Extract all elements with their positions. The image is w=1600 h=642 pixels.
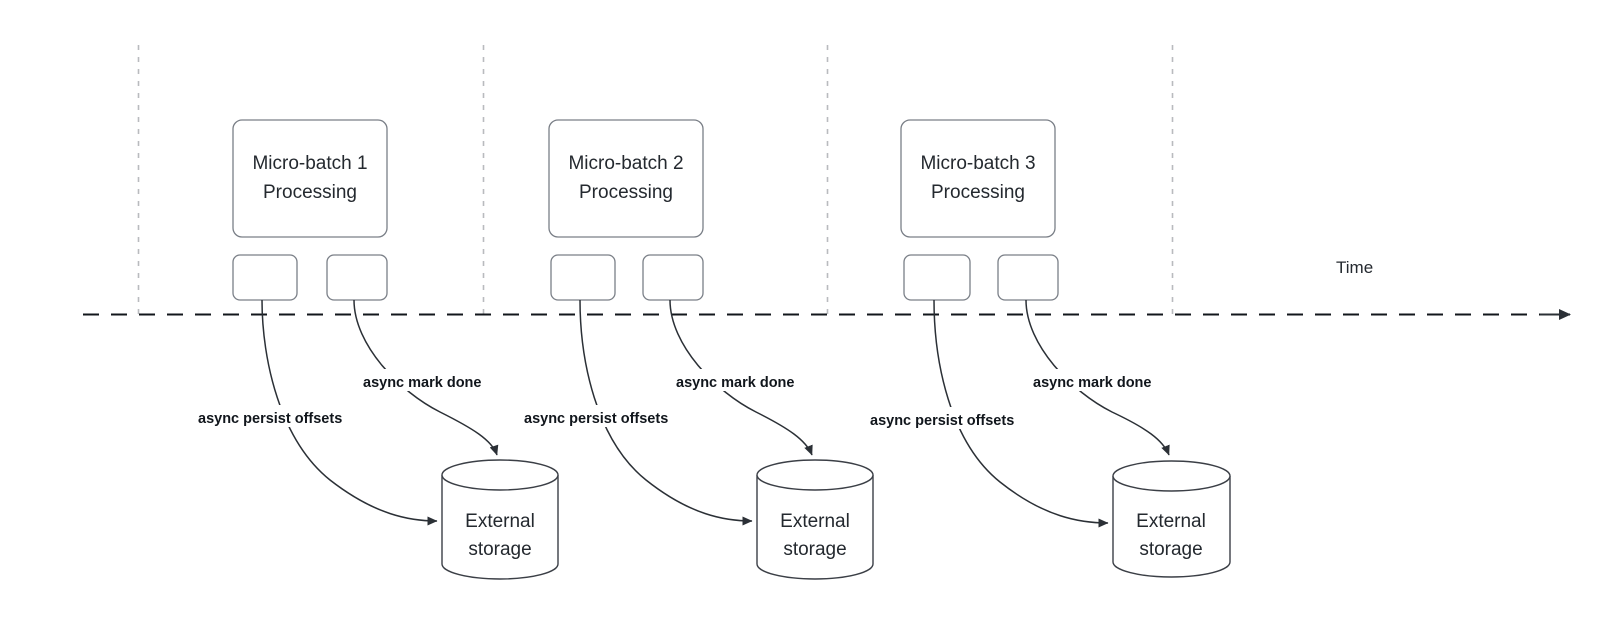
micro-batch-2-persist-offsets-arrow (579, 299, 753, 526)
time-axis-label: Time (1336, 258, 1373, 277)
micro-batch-2-persist-label-bg (520, 405, 700, 427)
micro-batch-1-persist-label-bg (194, 405, 374, 427)
micro-batch-2-storage-label-line2: storage (783, 539, 846, 560)
micro-batch-1-persist-offsets-label: async persist offsets (198, 411, 342, 427)
micro-batch-3-label-line1: Micro-batch 3 (920, 153, 1035, 174)
micro-batch-1-persist-offsets-arrow (261, 299, 438, 526)
micro-batch-group-1: Micro-batch 1 Processing async persist o… (194, 119, 559, 580)
micro-batch-3-mark-done-label: async mark done (1033, 375, 1151, 391)
micro-batch-2-storage-label-line1: External (780, 511, 850, 532)
micro-batch-1-storage-cylinder-body[interactable] (441, 475, 559, 580)
micro-batch-3-mark-done-arrow (1025, 299, 1170, 456)
micro-batch-3-storage-label-line2: storage (1139, 539, 1202, 560)
micro-batch-2-task-box-left[interactable] (550, 254, 616, 301)
micro-batch-group-3: Micro-batch 3 Processing async persist o… (866, 119, 1231, 578)
micro-batch-2-mark-done-label: async mark done (676, 375, 794, 391)
micro-batch-1-storage-label-line1: External (465, 511, 535, 532)
micro-batch-1-storage-cylinder-top[interactable] (441, 459, 559, 491)
micro-batch-1-mark-done-label: async mark done (363, 375, 481, 391)
micro-batch-2-storage-cylinder-body[interactable] (756, 475, 874, 580)
micro-batch-2-mark-done-arrow (669, 299, 813, 456)
micro-batch-3-persist-offsets-arrow (933, 299, 1109, 528)
micro-batch-3-task-box-left[interactable] (903, 254, 971, 301)
micro-batch-3-storage-cylinder-body[interactable] (1112, 476, 1231, 578)
micro-batch-3-label-line2: Processing (931, 182, 1025, 203)
micro-batch-3-task-box-right[interactable] (997, 254, 1059, 301)
micro-batch-3-mark-label-bg (1030, 369, 1172, 391)
micro-batch-2-label-line2: Processing (579, 182, 673, 203)
micro-batch-3-processing-box[interactable] (900, 119, 1056, 238)
micro-batch-3-persist-offsets-label: async persist offsets (870, 413, 1014, 429)
micro-batch-3-storage-label-line1: External (1136, 511, 1206, 532)
micro-batch-group-2: Micro-batch 2 Processing async persist o… (520, 119, 874, 580)
micro-batch-2-processing-box[interactable] (548, 119, 704, 238)
micro-batch-1-task-box-left[interactable] (232, 254, 298, 301)
micro-batch-2-storage-cylinder-top[interactable] (756, 459, 874, 491)
micro-batch-1-mark-done-arrow (353, 299, 499, 456)
micro-batch-2-label-line1: Micro-batch 2 (568, 153, 683, 174)
micro-batch-1-mark-label-bg (360, 369, 502, 391)
micro-batch-1-processing-box[interactable] (232, 119, 388, 238)
micro-batch-2-task-box-right[interactable] (642, 254, 704, 301)
micro-batch-1-label-line1: Micro-batch 1 (252, 153, 367, 174)
micro-batch-1-storage-label-line2: storage (468, 539, 531, 560)
micro-batch-2-mark-label-bg (673, 369, 815, 391)
micro-batch-1-task-box-right[interactable] (326, 254, 388, 301)
micro-batch-2-persist-offsets-label: async persist offsets (524, 411, 668, 427)
micro-batch-3-persist-label-bg (866, 407, 1046, 429)
micro-batch-1-label-line2: Processing (263, 182, 357, 203)
micro-batch-3-storage-cylinder-top[interactable] (1112, 460, 1231, 492)
